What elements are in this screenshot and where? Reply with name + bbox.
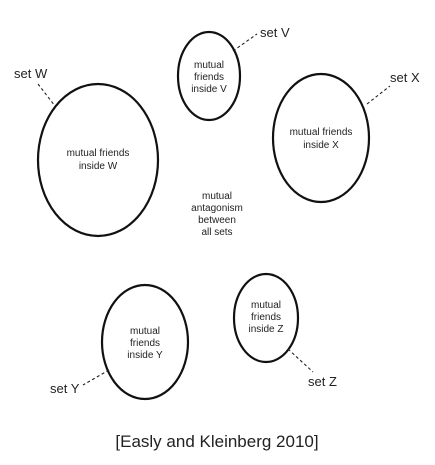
center-line-3: between (198, 215, 236, 226)
set-v: set V mutual friends inside V (176, 25, 290, 122)
set-w-line-1: mutual friends (67, 148, 130, 159)
set-v-leader (232, 33, 258, 52)
set-y-line-3: inside Y (127, 350, 163, 361)
set-v-tag: set V (260, 25, 290, 40)
set-z-line-3: inside Z (248, 324, 283, 335)
set-z-tag: set Z (308, 374, 337, 389)
center-line-4: all sets (201, 227, 232, 238)
set-y-line-1: mutual (130, 326, 160, 337)
set-x: set X mutual friends inside X (271, 70, 420, 204)
set-w-line-2: inside W (79, 161, 118, 172)
center-line-1: mutual (202, 191, 232, 202)
set-x-leader (366, 85, 391, 105)
set-w-leader (37, 83, 56, 107)
set-y-tag: set Y (50, 381, 80, 396)
set-y: set Y mutual friends inside Y (50, 283, 190, 401)
set-v-ellipse (176, 30, 242, 122)
set-z: set Z mutual friends inside Z (232, 272, 337, 389)
set-v-line-2: friends (194, 72, 224, 83)
set-x-ellipse (271, 72, 371, 204)
set-y-leader (82, 369, 110, 386)
set-w-tag: set W (14, 66, 48, 81)
set-y-line-2: friends (130, 338, 160, 349)
set-y-ellipse (100, 283, 190, 401)
set-x-tag: set X (390, 70, 420, 85)
set-z-ellipse (232, 272, 300, 364)
set-w-ellipse (36, 82, 160, 238)
set-w: set W mutual friends inside W (14, 66, 160, 238)
citation-caption: [Easly and Kleinberg 2010] (115, 432, 318, 451)
set-z-line-1: mutual (251, 300, 281, 311)
center-text: mutual antagonism between all sets (191, 191, 243, 238)
set-v-line-1: mutual (194, 60, 224, 71)
center-line-2: antagonism (191, 203, 243, 214)
set-x-line-1: mutual friends (290, 127, 353, 138)
set-v-line-3: inside V (191, 84, 227, 95)
set-z-line-2: friends (251, 312, 281, 323)
set-x-line-2: inside X (303, 140, 339, 151)
set-z-leader (287, 348, 314, 373)
